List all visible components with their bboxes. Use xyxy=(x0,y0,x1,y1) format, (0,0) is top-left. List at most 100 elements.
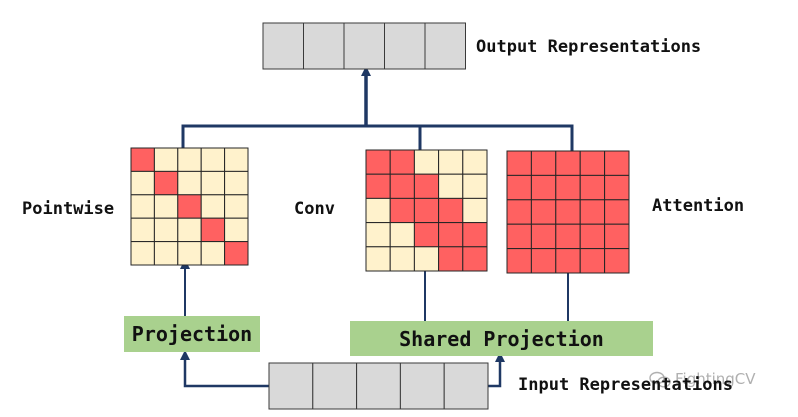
output-tree-connector xyxy=(181,124,574,151)
pointwise-matrix-cell xyxy=(224,241,249,266)
pointwise-matrix-cell xyxy=(177,170,202,196)
conv-matrix-cell xyxy=(438,246,464,272)
attention-matrix-cell xyxy=(579,223,606,250)
pointwise-matrix-cell xyxy=(130,217,155,243)
attention-matrix-cell xyxy=(555,150,581,176)
attention-matrix-cell xyxy=(530,150,557,176)
pointwise-matrix-cell xyxy=(200,147,226,172)
projection-box xyxy=(124,316,260,352)
pointwise-matrix-cell xyxy=(177,217,202,243)
attention-matrix-cell xyxy=(530,174,557,201)
input-representations-vector xyxy=(268,362,489,410)
pointwise-matrix-cell xyxy=(224,147,249,172)
conv-matrix-cell xyxy=(413,246,440,272)
conv-matrix-cell xyxy=(413,149,440,175)
conv-label: Conv xyxy=(294,199,335,219)
conv-matrix-cell xyxy=(438,149,464,175)
attention-matrix-cell xyxy=(506,150,532,176)
conv-matrix-cell xyxy=(413,222,440,248)
pointwise-matrix-cell xyxy=(153,241,179,266)
conv-matrix-cell xyxy=(365,173,391,199)
attention-matrix-cell xyxy=(506,199,532,225)
pointwise-matrix-cell xyxy=(200,170,226,196)
attention-label: Attention xyxy=(652,196,745,216)
conv-matrix-cell xyxy=(462,246,488,272)
pointwise-matrix-cell xyxy=(224,217,249,243)
attention-matrix-cell xyxy=(530,248,557,274)
pointwise-matrix xyxy=(130,147,249,266)
attention-matrix-cell xyxy=(506,248,532,274)
conv-matrix-cell xyxy=(389,246,415,272)
pointwise-matrix-cell xyxy=(177,147,202,172)
pointwise-matrix-cell xyxy=(177,241,202,266)
attention-matrix-cell xyxy=(604,199,630,225)
attention-matrix-cell xyxy=(579,150,606,176)
attention-matrix-cell xyxy=(530,199,557,225)
input-vector-cell xyxy=(443,362,489,410)
input-to-projection-arrow xyxy=(180,350,269,388)
output-vector-cell xyxy=(384,22,426,70)
connector-lines xyxy=(180,66,574,388)
input-vector-cell xyxy=(356,362,401,410)
conv-matrix-cell xyxy=(389,222,415,248)
conv-matrix-cell xyxy=(462,149,488,175)
pointwise-matrix-cell xyxy=(153,170,179,196)
input-to-shared-projection-arrow xyxy=(488,352,505,388)
conv-matrix-cell xyxy=(438,173,464,199)
pointwise-matrix-cell xyxy=(130,241,155,266)
conv-matrix xyxy=(365,149,488,272)
pointwise-matrix-cell xyxy=(130,170,155,196)
conv-matrix-cell xyxy=(462,173,488,199)
pointwise-matrix-cell xyxy=(153,217,179,243)
conv-matrix-cell xyxy=(413,197,440,224)
input-vector-cell xyxy=(268,362,314,410)
attention-matrix-cell xyxy=(530,223,557,250)
shared-projection-label: Shared Projection xyxy=(399,326,604,351)
attention-matrix-cell xyxy=(579,174,606,201)
pointwise-matrix-cell xyxy=(200,241,226,266)
pointwise-matrix-cell xyxy=(153,194,179,219)
conv-matrix-cell xyxy=(365,149,391,175)
attention-matrix-cell xyxy=(604,223,630,250)
attention-matrix-cell xyxy=(555,248,581,274)
conv-matrix-cell xyxy=(462,197,488,224)
conv-matrix-cell xyxy=(462,222,488,248)
output-representations-vector xyxy=(262,22,466,70)
projection-label: Projection xyxy=(131,322,253,346)
attention-matrix xyxy=(506,150,630,274)
shared-projection-box xyxy=(350,321,653,356)
attention-matrix-cell xyxy=(555,199,581,225)
attention-matrix-cell xyxy=(604,150,630,176)
conv-matrix-cell xyxy=(438,197,464,224)
attention-matrix-cell xyxy=(506,174,532,201)
conv-matrix-cell xyxy=(365,197,391,224)
conv-matrix-cell xyxy=(389,173,415,199)
wechat-icon xyxy=(649,371,671,388)
pointwise-matrix-cell xyxy=(177,194,202,219)
attention-matrix-cell xyxy=(555,223,581,250)
pointwise-matrix-cell xyxy=(130,194,155,219)
pointwise-label: Pointwise xyxy=(22,199,115,219)
output-vector-cell xyxy=(262,22,304,70)
attention-matrix-cell xyxy=(579,199,606,225)
conv-matrix-cell xyxy=(365,246,391,272)
pointwise-matrix-cell xyxy=(130,147,155,172)
pointwise-matrix-cell xyxy=(200,194,226,219)
input-vector-cell xyxy=(312,362,358,410)
attention-matrix-cell xyxy=(604,248,630,274)
pointwise-matrix-cell xyxy=(224,170,249,196)
output-vector-cell xyxy=(343,22,385,70)
conv-matrix-cell xyxy=(389,197,415,224)
pointwise-matrix-cell xyxy=(153,147,179,172)
output-vector-cell xyxy=(303,22,345,70)
pointwise-matrix-cell xyxy=(200,217,226,243)
conv-matrix-cell xyxy=(365,222,391,248)
attention-matrix-cell xyxy=(555,174,581,201)
attention-matrix-cell xyxy=(506,223,532,250)
conv-matrix-cell xyxy=(389,149,415,175)
pointwise-matrix-cell xyxy=(224,194,249,219)
input-vector-cell xyxy=(399,362,445,410)
watermark-text: FightingCV xyxy=(675,370,756,388)
